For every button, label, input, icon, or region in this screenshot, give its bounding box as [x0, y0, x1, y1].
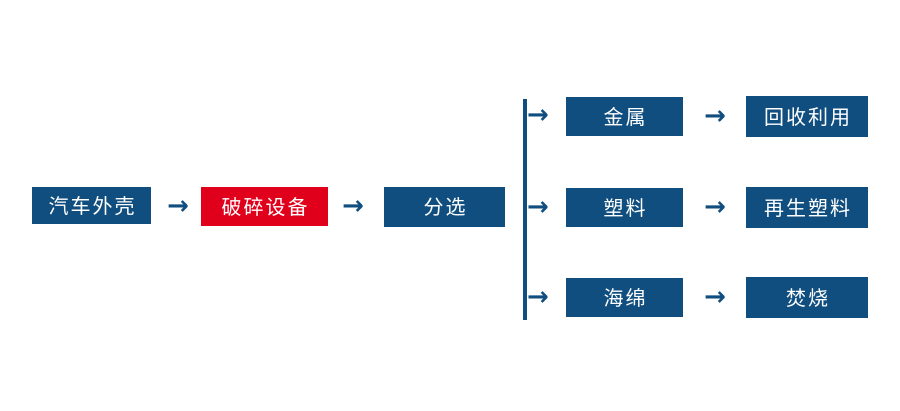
node-plastic-label: 塑料: [603, 195, 648, 220]
node-sponge[interactable]: 海绵: [566, 278, 683, 317]
node-recycle-reuse[interactable]: 回收利用: [746, 96, 868, 137]
node-metal-label: 金属: [603, 104, 648, 129]
node-regenerated-plastic[interactable]: 再生塑料: [746, 187, 868, 228]
node-sponge-label: 海绵: [603, 285, 648, 310]
branch-arrow-right-icon-plastic: →: [527, 192, 549, 222]
arrow-right-icon-metal-to-recycle: →: [704, 101, 726, 131]
node-plastic[interactable]: 塑料: [566, 188, 683, 227]
node-car-shell-label: 汽车外壳: [48, 193, 137, 218]
arrow-right-icon-input-to-shredder: →: [167, 191, 189, 221]
arrow-right-icon-sponge-to-incineration: →: [704, 282, 726, 312]
node-shredding-equipment-label: 破碎设备: [221, 194, 310, 219]
arrow-right-icon-shredder-to-sorting: →: [342, 191, 364, 221]
branch-arrow-right-icon-metal: →: [527, 100, 549, 130]
arrow-right-icon-plastic-to-regenerated: →: [704, 192, 726, 222]
node-sorting-label: 分选: [423, 195, 468, 219]
node-regenerated-plastic-label: 再生塑料: [764, 195, 852, 220]
node-car-shell[interactable]: 汽车外壳: [32, 187, 151, 224]
node-metal[interactable]: 金属: [566, 97, 683, 136]
node-shredding-equipment[interactable]: 破碎设备: [201, 187, 328, 226]
node-incineration-label: 焚烧: [786, 285, 830, 310]
node-incineration[interactable]: 焚烧: [746, 277, 868, 318]
node-recycle-reuse-label: 回收利用: [764, 104, 852, 129]
branch-arrow-right-icon-sponge: →: [527, 282, 549, 312]
node-sorting[interactable]: 分选: [384, 187, 505, 227]
